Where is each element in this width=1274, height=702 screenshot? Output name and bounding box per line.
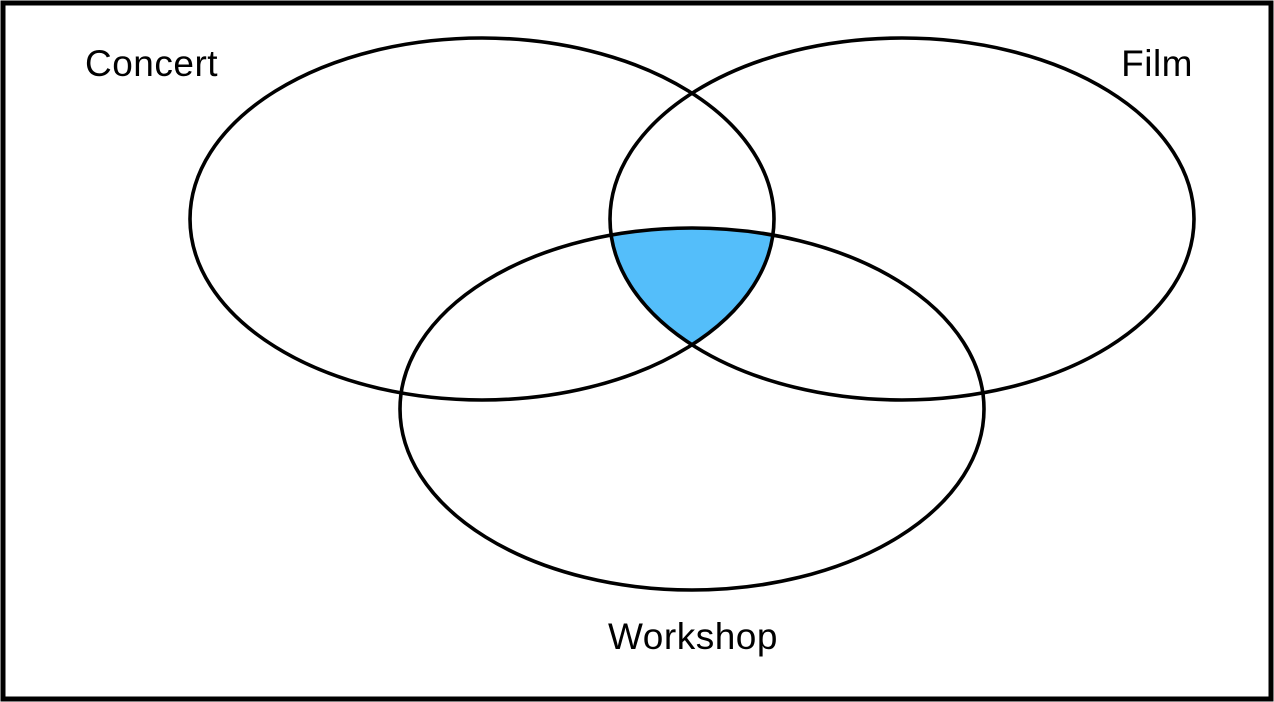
triple-intersection-region	[611, 227, 773, 345]
workshop-label: Workshop	[608, 616, 778, 657]
concert-label: Concert	[85, 43, 218, 84]
concert-ellipse	[188, 36, 776, 402]
film-label: Film	[1121, 43, 1193, 84]
workshop-ellipse	[398, 226, 986, 592]
film-ellipse	[608, 36, 1196, 402]
